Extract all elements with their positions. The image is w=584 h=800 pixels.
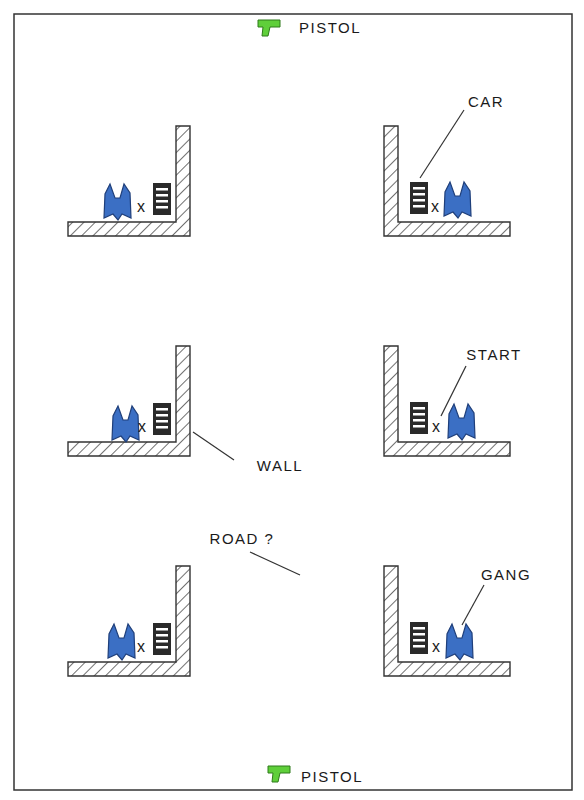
gang-figure <box>108 624 135 660</box>
map-label: START <box>466 347 521 362</box>
car-icon <box>153 623 171 655</box>
map-label: CAR <box>468 94 504 109</box>
map-label: ROAD ? <box>210 531 275 546</box>
map-label: GANG <box>481 567 531 582</box>
start-mark: x <box>138 419 146 435</box>
gang-figure <box>446 624 473 660</box>
gang-figure <box>448 404 475 440</box>
leader-line <box>193 110 484 625</box>
pistol-icon <box>268 766 290 782</box>
pistol-icon <box>258 20 280 36</box>
gang-figure <box>444 182 471 218</box>
map-label: PISTOL <box>301 769 363 784</box>
map-label: WALL <box>257 458 303 473</box>
car-icon <box>410 182 428 214</box>
start-mark: x <box>137 199 145 215</box>
start-mark: x <box>432 639 440 655</box>
car-icon <box>410 622 428 654</box>
gang-figure <box>104 184 131 220</box>
wall-left <box>68 126 190 676</box>
wall-right <box>384 126 510 676</box>
car-icon <box>410 402 428 434</box>
start-mark: x <box>432 419 440 435</box>
map-border <box>14 14 572 790</box>
gang-figure <box>112 406 139 442</box>
start-mark: x <box>431 199 439 215</box>
car-icon <box>153 183 171 215</box>
car-icon <box>153 403 171 435</box>
start-mark: x <box>137 639 145 655</box>
map-label: PISTOL <box>299 20 361 35</box>
